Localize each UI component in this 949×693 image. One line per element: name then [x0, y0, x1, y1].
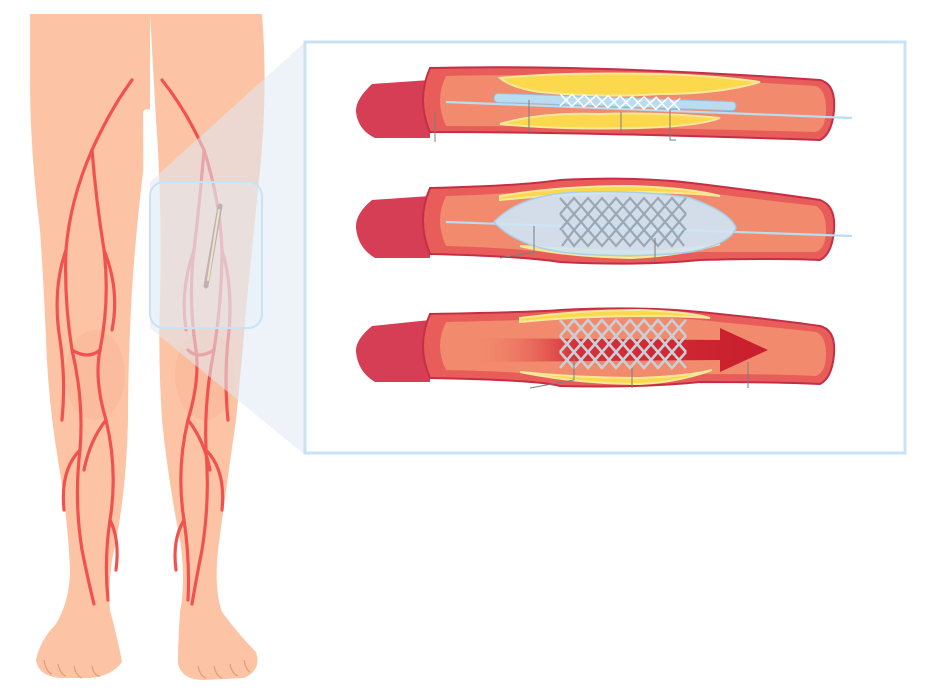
- zoom-source-box: [149, 181, 263, 329]
- plaque-bottom: [499, 112, 721, 130]
- plaque-top: [497, 72, 761, 97]
- knee-left-shade: [65, 330, 125, 420]
- leader-lines-1: [434, 100, 676, 142]
- vessel-outer: [355, 196, 430, 258]
- guide-wire: [445, 100, 853, 120]
- plaque-bottom: [519, 369, 713, 386]
- stent-expanding: [559, 196, 687, 248]
- panel-stent-placed: [355, 307, 836, 389]
- toes-left: [43, 659, 101, 679]
- panel-balloon-inflation: [355, 177, 853, 265]
- panel-catheter-insertion: [355, 66, 853, 142]
- stent-expanded: [559, 318, 687, 370]
- stent-collapsed: [559, 93, 681, 111]
- leader-lines-2: [499, 226, 656, 262]
- zoom-cone: [150, 42, 305, 455]
- leg-left: [30, 14, 150, 678]
- toes-right: [197, 659, 251, 679]
- vessel-outer: [355, 80, 430, 138]
- vessel-outer: [355, 320, 430, 382]
- plaque-top: [519, 308, 711, 324]
- leader-lines-3: [529, 358, 749, 389]
- zoom-projection: [149, 42, 305, 455]
